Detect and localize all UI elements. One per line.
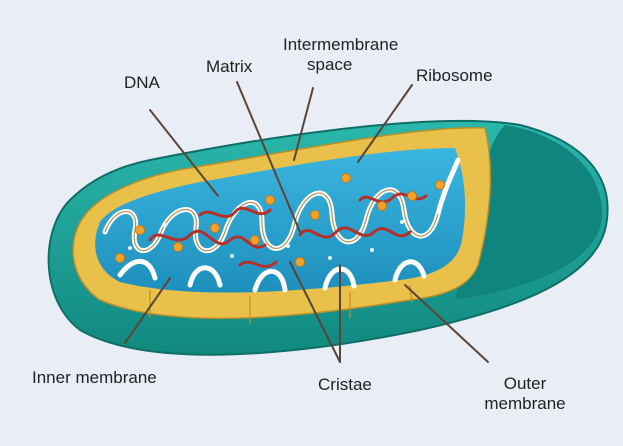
label-dna: DNA bbox=[124, 73, 160, 93]
label-cristae: Cristae bbox=[318, 375, 372, 395]
label-ribosome: Ribosome bbox=[416, 66, 493, 86]
label-intermembrane-space: Intermembrane space bbox=[283, 35, 433, 75]
label-outer-membrane: Outer membrane bbox=[470, 374, 580, 414]
label-intermembrane-line2: space bbox=[283, 55, 433, 75]
label-inner-membrane: Inner membrane bbox=[32, 368, 157, 388]
label-outer-line2: membrane bbox=[470, 394, 580, 414]
label-intermembrane-line1: Intermembrane bbox=[283, 35, 433, 55]
label-outer-line1: Outer bbox=[470, 374, 580, 394]
label-matrix: Matrix bbox=[206, 57, 252, 77]
